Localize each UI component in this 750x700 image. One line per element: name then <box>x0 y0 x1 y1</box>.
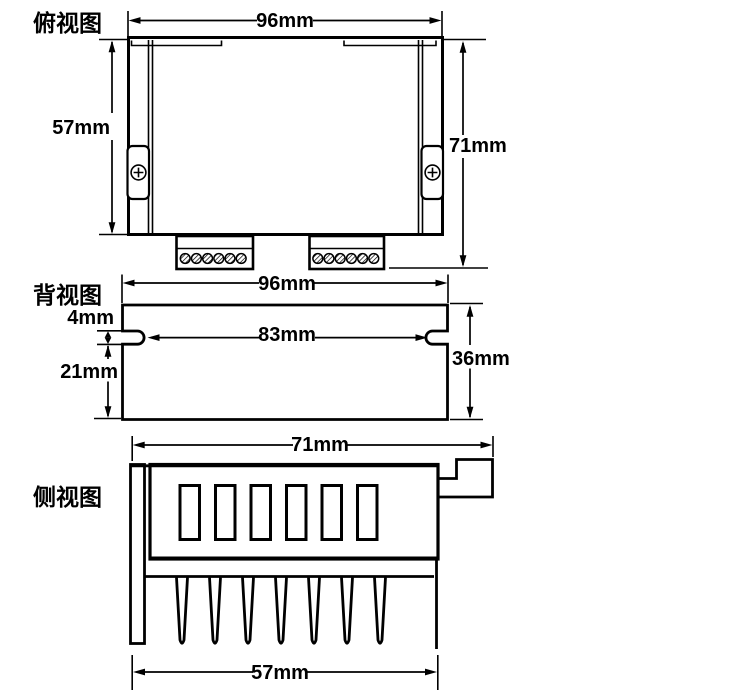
terminal-screw-icon <box>368 252 380 265</box>
arrowhead-left <box>133 668 145 676</box>
arrowhead-down <box>104 406 112 418</box>
tick-lines <box>389 38 488 269</box>
fin-gap <box>340 577 354 645</box>
terminal-block-right <box>308 234 386 271</box>
mounting-screw-right <box>420 144 445 201</box>
extension-lines <box>121 274 449 303</box>
dimension-value: 96mm <box>256 10 314 32</box>
back-view-height-dimension: 36mm <box>450 302 510 421</box>
tick-lines <box>97 330 122 346</box>
tick-lines <box>99 38 127 236</box>
arrowhead-down <box>108 222 116 234</box>
mounting-screw-left <box>126 144 151 201</box>
back-view-slot-span-dimension: 83mm <box>147 324 428 346</box>
arrowhead-right <box>425 668 437 676</box>
terminal-screw-icon <box>201 252 214 265</box>
top-view-depth-dimension: 57mm <box>52 38 127 236</box>
top-view-width-dimension: 96mm <box>127 10 443 36</box>
dimension-value: 4mm <box>67 307 114 329</box>
terminal-block-left <box>175 234 255 271</box>
vent-slot <box>249 484 272 541</box>
terminal-screw-icon <box>345 252 358 265</box>
back-view-body-outline <box>121 303 449 421</box>
side-view: 侧视图 71mm <box>33 434 494 690</box>
dimension-value: 96mm <box>258 273 316 295</box>
side-rail-lines <box>147 40 424 234</box>
terminal-screw-icon <box>235 252 247 265</box>
arrowhead-down <box>466 406 474 419</box>
back-view-width-dimension: 96mm <box>121 273 449 303</box>
tick-lines <box>450 302 483 421</box>
terminal-screw-icon <box>190 252 203 265</box>
top-view-label: 俯视图 <box>33 10 102 36</box>
arrowhead-up <box>108 40 116 53</box>
dimension-value: 71mm <box>291 434 349 456</box>
arrowhead-up <box>459 41 467 53</box>
connector-tab-outline <box>438 458 494 499</box>
arrowhead-right <box>435 279 448 287</box>
top-view-body-outline <box>127 36 444 236</box>
extension-lines <box>131 436 494 461</box>
arrowhead-left <box>132 441 145 449</box>
cover-seam-right <box>343 40 437 47</box>
fin-gap <box>241 577 255 645</box>
terminal-screw-icon <box>179 252 191 265</box>
arrowhead-right <box>429 17 442 24</box>
fin-gap <box>307 577 321 645</box>
terminal-screw-icon <box>312 252 324 265</box>
ventilation-slots <box>178 484 379 541</box>
terminal-screw-icon <box>213 252 225 265</box>
dimension-value: 83mm <box>258 324 316 346</box>
heatsink <box>144 560 438 649</box>
vent-slot <box>320 484 343 541</box>
top-view: 俯视图 96mm <box>33 10 507 271</box>
arrowhead-up <box>104 345 112 357</box>
fin-gap <box>274 577 288 645</box>
screw-cross-icon <box>133 167 144 178</box>
dimension-value: 21mm <box>60 361 118 383</box>
fin-gap <box>208 577 222 645</box>
side-view-label: 侧视图 <box>33 484 102 510</box>
terminal-screw-icon <box>356 252 369 265</box>
arrowhead-up <box>104 331 112 338</box>
vent-slot <box>214 484 237 541</box>
mounting-flange-bar <box>129 463 146 645</box>
arrowhead-up <box>466 305 474 317</box>
dimension-value: 57mm <box>52 117 110 139</box>
arrowhead-right <box>480 441 493 449</box>
arrowhead-left <box>147 334 160 341</box>
top-view-overall-dimension: 71mm <box>389 38 507 269</box>
arrowhead-down <box>459 255 467 267</box>
fin-gap <box>175 577 189 645</box>
arrowhead-down <box>104 337 112 344</box>
dimension-value: 71mm <box>449 135 507 157</box>
arrowhead-right <box>415 334 428 341</box>
back-view: 背视图 96mm 83mm 4mm <box>33 273 510 421</box>
back-view-label: 背视图 <box>33 282 102 308</box>
dimension-value: 57mm <box>251 662 309 684</box>
arrowhead-left <box>122 279 135 287</box>
side-view-heatsink-width-dimension: 57mm <box>131 655 439 690</box>
dimension-value: 36mm <box>452 348 510 370</box>
vent-slot <box>356 484 379 541</box>
arrowhead-left <box>128 17 141 24</box>
screw-cross-icon <box>427 167 438 178</box>
back-view-slot-height-dimension: 4mm <box>67 307 122 346</box>
terminal-screw-icon <box>323 252 335 265</box>
vent-slot <box>285 484 308 541</box>
cover-seam-left <box>130 40 223 47</box>
terminal-screw-icon <box>224 252 236 265</box>
vent-slot <box>178 484 201 541</box>
fin-gap <box>373 577 387 645</box>
extension-lines <box>127 11 443 36</box>
side-view-width-dimension: 71mm <box>131 434 494 461</box>
terminal-screw-icon <box>334 252 346 265</box>
tick-lines <box>131 655 439 690</box>
back-view-slot-to-base-dimension: 21mm <box>60 345 121 420</box>
